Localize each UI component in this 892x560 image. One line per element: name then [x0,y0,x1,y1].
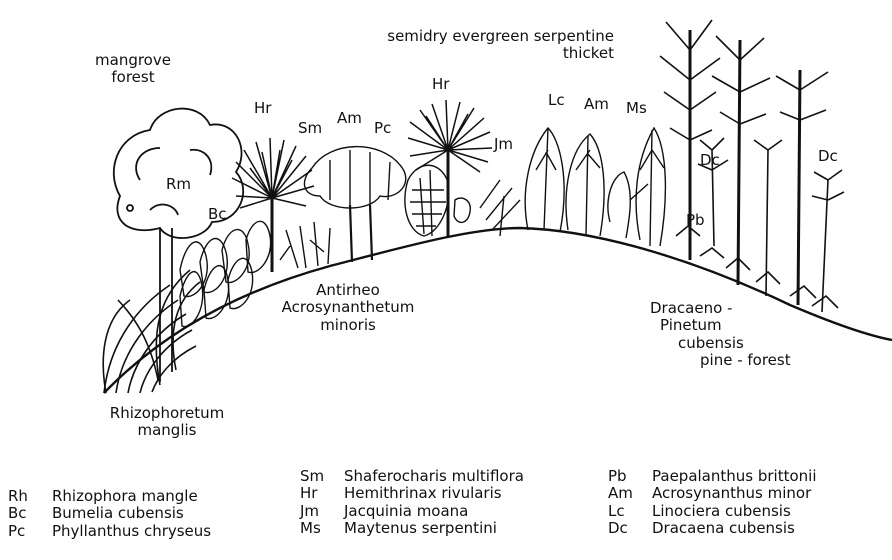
legend-name: Shaferocharis multiflora [344,467,524,485]
code-pc: Pc [374,120,391,137]
legend-item: PbPaepalanthus brittonii [608,468,817,485]
legend-name: Paepalanthus brittonii [652,467,817,485]
code-sm: Sm [298,120,322,137]
zone-label-line: forest [78,69,188,86]
code-jm: Jm [494,136,513,153]
legend-name: Jacquinia moana [344,502,468,520]
code-dc-left: Dc [700,152,720,169]
zone-label-line: minoris [268,317,428,334]
zone-label-line: Pinetum [650,317,810,334]
zone-antirheo: Antirheo Acrosynanthetum minoris [268,282,428,334]
palm-hr-left [232,138,314,272]
legend-item: HrHemithrinax rivularis [300,485,524,502]
zone-semidry-thicket: semidry evergreen serpentine thicket [284,28,614,63]
legend-item: PcPhyllanthus chryseus [8,523,211,540]
legend-col2: SmShaferocharis multiflora HrHemithrinax… [300,468,524,537]
code-am-right: Am [584,96,609,113]
legend-item: SmShaferocharis multiflora [300,468,524,485]
thicket-right [525,128,665,246]
legend-name: Dracaena cubensis [652,519,795,537]
zone-rhizophoretum: Rhizophoretum manglis [92,405,242,440]
legend-code: Ms [300,520,344,537]
legend-name: Acrosynanthus minor [652,484,811,502]
zone-label-line: Antirheo [268,282,428,299]
code-ms: Ms [626,100,647,117]
legend-col1: RhRhizophora mangle BcBumelia cubensis P… [8,488,211,540]
code-rm: Rm [166,176,191,193]
legend-col3: PbPaepalanthus brittonii AmAcrosynanthus… [608,468,817,537]
zone-label-line: pine - forest [650,352,810,369]
legend-code: Pc [8,523,52,540]
code-bc: Bc [208,206,227,223]
zone-label-line: Rhizophoretum [92,405,242,422]
legend-item: RhRhizophora mangle [8,488,211,505]
zone-label-line: Acrosynanthetum [268,299,428,316]
legend-item: MsMaytenus serpentini [300,520,524,537]
zone-label-line: mangrove [78,52,188,69]
code-hr-left: Hr [254,100,271,117]
legend-code: Bc [8,505,52,522]
legend-item: JmJacquinia moana [300,503,524,520]
legend-name: Phyllanthus chryseus [52,522,211,540]
legend-item: BcBumelia cubensis [8,505,211,522]
legend-code: Lc [608,503,652,520]
pine-forest [660,20,844,312]
legend-name: Maytenus serpentini [344,519,497,537]
code-am-left: Am [337,110,362,127]
legend-item: LcLinociera cubensis [608,503,817,520]
legend-name: Bumelia cubensis [52,504,184,522]
zone-label-line: semidry evergreen serpentine [284,28,614,45]
palm-hr-right [408,100,492,238]
zone-label-line: cubensis [650,335,810,352]
legend-name: Linociera cubensis [652,502,791,520]
zone-label-line: manglis [92,422,242,439]
code-pb: Pb [686,212,705,229]
code-hr-right: Hr [432,76,449,93]
legend-code: Am [608,485,652,502]
legend-code: Pb [608,468,652,485]
zone-label-line: thicket [284,45,614,62]
zone-dracaeno-pinetum: Dracaeno - Pinetum cubensis pine - fores… [650,300,810,369]
zone-mangrove-forest: mangrove forest [78,52,188,87]
legend-code: Rh [8,488,52,505]
legend-code: Hr [300,485,344,502]
legend-code: Sm [300,468,344,485]
legend-code: Jm [300,503,344,520]
legend-item: DcDracaena cubensis [608,520,817,537]
legend-name: Rhizophora mangle [52,487,198,505]
zone-label-line: Dracaeno - [650,300,810,317]
code-lc: Lc [548,92,565,109]
legend-name: Hemithrinax rivularis [344,484,502,502]
legend-item: AmAcrosynanthus minor [608,485,817,502]
legend-code: Dc [608,520,652,537]
mangrove-roots [103,270,200,393]
code-dc-right: Dc [818,148,838,165]
